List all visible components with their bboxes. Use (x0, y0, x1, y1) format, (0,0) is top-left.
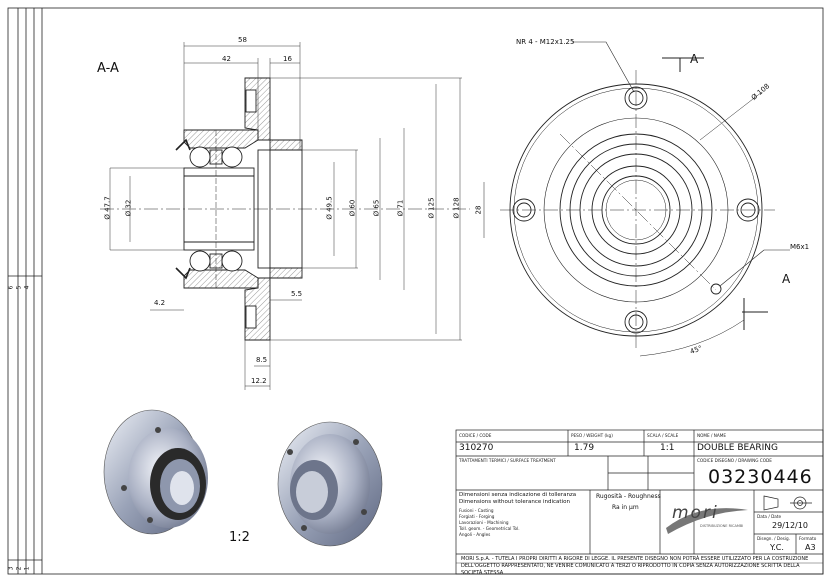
scale-label: SCALA / SCALE (647, 433, 679, 438)
render-front (103, 409, 208, 535)
dim-offset-85: 8.5 (256, 356, 268, 364)
zone-number-6: 6 (7, 285, 15, 290)
render-back (277, 421, 383, 547)
ball-top-right (221, 146, 243, 168)
zone-number-2: 2 (15, 566, 23, 571)
drawing-code-label: CODICE DISEGNO / DRAWING CODE (697, 458, 772, 463)
dim-bore-32: Ø 32 (124, 199, 133, 217)
sheet-border (7, 7, 824, 575)
view-arrow-label-bottom: A (782, 272, 791, 286)
dim-offset-55: 5.5 (291, 290, 303, 298)
dim-dia-128: Ø 128 (452, 197, 461, 219)
flange-section-bottom (244, 267, 303, 341)
code-value: 310270 (459, 443, 494, 453)
dim-hole-m6: M6x1 (790, 243, 810, 251)
zone-number-4: 4 (23, 285, 31, 290)
dim-thread-note: NR 4 - M12x1.25 (516, 38, 575, 46)
front-view (483, 41, 790, 357)
drawing-code-value: 03230446 (708, 466, 813, 488)
tol-it: Dimensioni senza indicazione di tolleran… (459, 492, 577, 498)
tol-en: Dimensions without tolerance indication (459, 499, 570, 505)
brand-sub: DISTRIBUZIONE RICAMBI (700, 524, 744, 528)
dim-overall-width: 58 (238, 36, 247, 44)
zone-number-5: 5 (15, 285, 23, 290)
dim-offset-122: 12.2 (251, 377, 267, 385)
drawn-value: Y.C. (770, 543, 784, 552)
section-label: A-A (97, 61, 119, 76)
roughness-label: Rugosità - Roughness (596, 493, 661, 500)
m6-hole (710, 283, 722, 295)
ball-bottom-left (189, 250, 211, 272)
projection-symbol-icon (763, 495, 812, 511)
dim-flange-to-face: 42 (222, 55, 231, 63)
mori-logo-icon (666, 508, 748, 534)
dim-dia-60: Ø 60 (348, 199, 357, 217)
zone-number-1: 1 (23, 566, 31, 571)
weight-label: PESO / WEIGHT (kg) (571, 433, 613, 438)
dim-front-28: 28 (474, 205, 483, 215)
scale-value: 1:1 (660, 443, 675, 453)
roughness-value: Ra in µm (612, 504, 639, 511)
tol-line-4: Forgiati - Forging (459, 514, 495, 519)
date-value: 29/12/10 (772, 521, 808, 530)
weight-value: 1.79 (574, 443, 595, 453)
name-value: DOUBLE BEARING (697, 443, 778, 453)
format-value: A3 (805, 543, 816, 552)
date-label: Data / Date (757, 514, 782, 519)
ball-top-left (189, 146, 211, 168)
hub-section-bottom (183, 269, 259, 289)
dim-dia-495: Ø 49.5 (325, 196, 334, 220)
dim-offset-42: 4.2 (154, 299, 166, 307)
scale-note: 1:2 (229, 530, 250, 545)
tol-line-3: Fusioni - Casting (459, 508, 494, 513)
ball-bottom-right (221, 250, 243, 272)
section-dimension-lines (109, 42, 462, 390)
dim-dia-125: Ø 125 (427, 197, 436, 219)
treatment-label: TRATTAMENTI TERMICI / SURFACE TREATMENT (459, 458, 556, 463)
zone-number-3: 3 (7, 566, 15, 571)
name-label: NOME / NAME (697, 433, 727, 438)
brand-name: mori (672, 503, 719, 523)
dim-dia-65: Ø 65 (372, 199, 381, 217)
tol-line-7: Angoli - Angles (459, 532, 491, 537)
code-label: CODICE / CODE (459, 433, 492, 438)
dim-dia-71: Ø 71 (396, 199, 405, 217)
dim-bore-477: Ø 47.7 (103, 196, 112, 220)
dim-flange-thickness: 16 (283, 55, 292, 63)
view-arrow-label-top: A (690, 52, 699, 66)
title-block-grid (455, 429, 824, 575)
hub-section-top (183, 129, 259, 149)
format-label: Formato (799, 536, 817, 541)
bolt-hole-bottom (624, 310, 648, 334)
tol-line-6: Toll. geom. - Geometrical Tol. (459, 526, 520, 531)
tol-line-5: Lavorazioni - Machining (459, 520, 509, 525)
flange-section-top (244, 77, 303, 151)
legal-notice: MORI S.p.A. - TUTELA I PROPRI DIRITTI A … (461, 556, 809, 576)
drawn-label: Disegn. / Desig. (757, 536, 790, 541)
